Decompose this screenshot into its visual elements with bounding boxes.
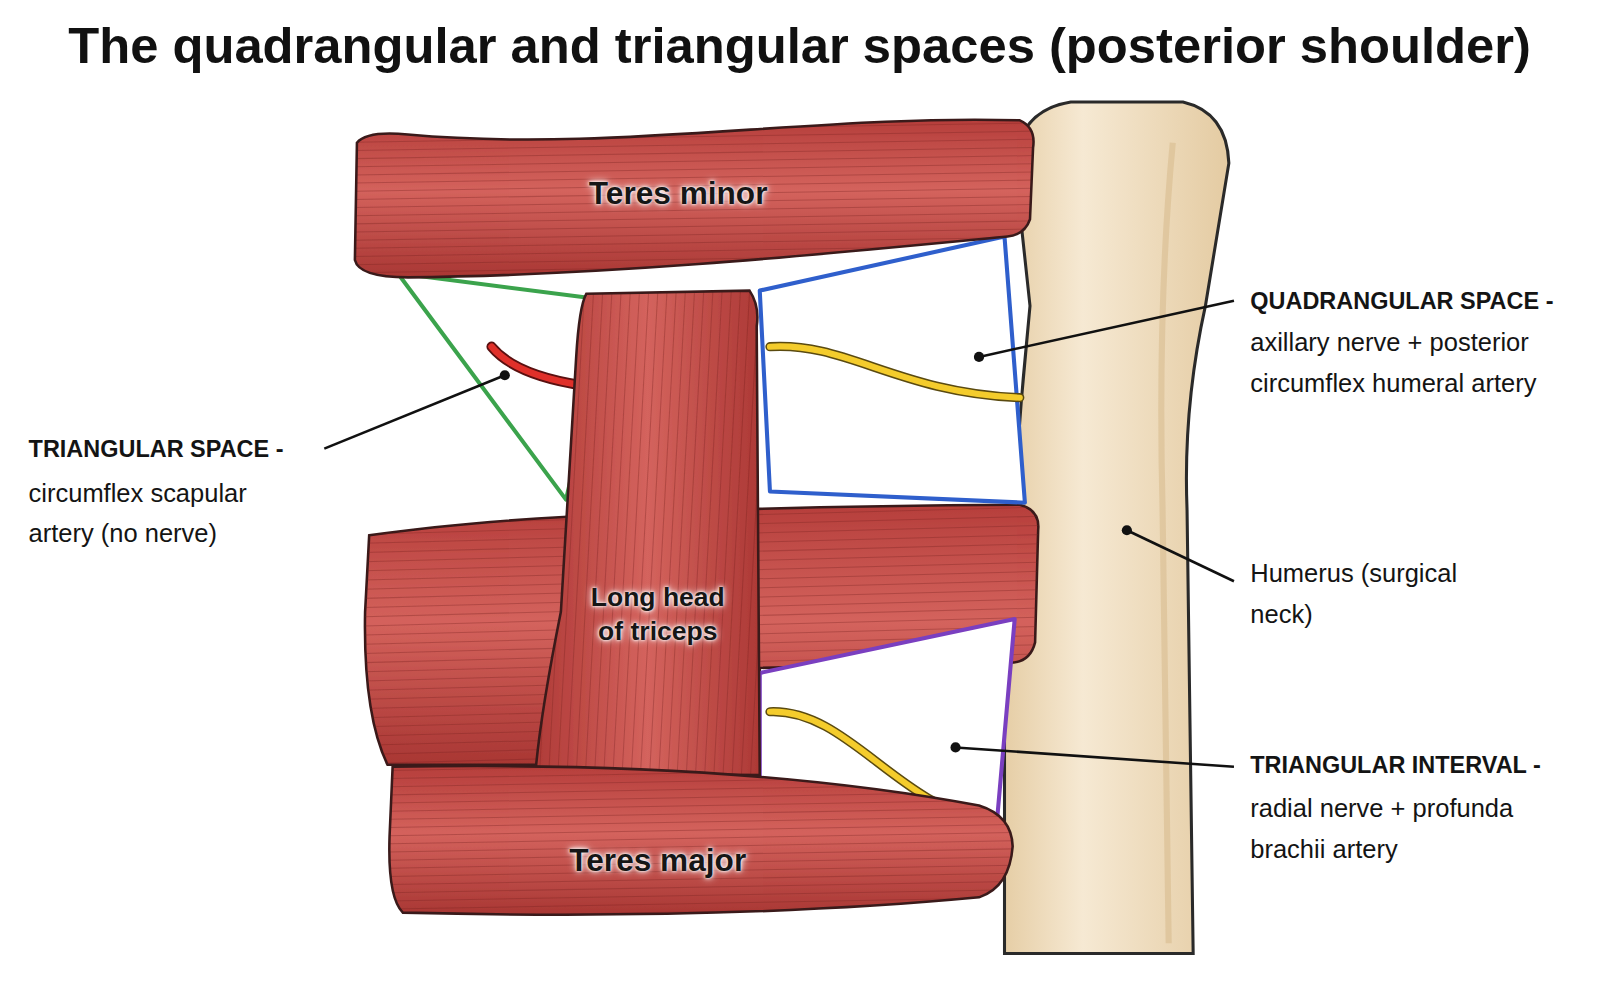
muscle-node: Teres major bbox=[382, 757, 1019, 925]
muscle-fiber bbox=[667, 273, 696, 793]
muscle-fiber bbox=[326, 237, 1070, 249]
muscle-label: Teres minor bbox=[525, 174, 831, 214]
callout-heading: TRIANGULAR INTERVAL - bbox=[1250, 744, 1597, 785]
title: The quadrangular and triangular spaces (… bbox=[68, 18, 1531, 73]
muscle-fibers bbox=[362, 750, 1040, 925]
muscle-fibers bbox=[326, 106, 1070, 298]
muscle-fiber bbox=[740, 273, 769, 793]
callout-heading: TRIANGULAR SPACE - bbox=[29, 428, 355, 469]
muscle-fiber bbox=[362, 897, 1040, 909]
muscle-fiber bbox=[362, 905, 1040, 917]
muscle-fiber bbox=[511, 273, 540, 793]
muscle-fiber bbox=[548, 273, 577, 793]
muscle-fiber bbox=[362, 750, 1040, 762]
muscle-fiber bbox=[639, 273, 668, 793]
muscle-fiber bbox=[694, 273, 723, 793]
muscle-fiber bbox=[658, 273, 687, 793]
muscle-fiber bbox=[722, 273, 751, 793]
muscle-fiber bbox=[520, 273, 549, 793]
muscle-fiber bbox=[594, 273, 623, 793]
muscle-group bbox=[511, 273, 778, 793]
muscle-fiber bbox=[575, 273, 604, 793]
muscle-node: Teres minor bbox=[347, 112, 1051, 296]
muscle-fiber bbox=[649, 273, 678, 793]
muscle-fiber bbox=[584, 273, 613, 793]
muscle-fiber bbox=[566, 273, 595, 793]
muscle-group bbox=[326, 106, 1070, 298]
leader-line bbox=[1127, 530, 1234, 581]
muscle-outline bbox=[389, 766, 1012, 914]
leader-dot bbox=[950, 742, 960, 752]
muscle-node: Long head of triceps bbox=[525, 283, 770, 783]
quadrangular-space-outline bbox=[760, 237, 1025, 503]
muscle-outline bbox=[535, 291, 759, 775]
muscle-fiber bbox=[557, 273, 586, 793]
muscle-label: Long head of triceps bbox=[581, 581, 734, 647]
leader-dot bbox=[974, 352, 984, 362]
muscle-group bbox=[362, 750, 1040, 925]
muscle-fiber bbox=[362, 914, 1040, 926]
muscle-fiber bbox=[612, 273, 641, 793]
muscle-shape bbox=[525, 283, 770, 783]
nerve bbox=[770, 346, 1020, 397]
muscle-fiber bbox=[704, 273, 733, 793]
muscle-label: Teres major bbox=[505, 842, 811, 882]
title-wrap: The quadrangular and triangular spaces (… bbox=[0, 18, 1599, 73]
artery-outline bbox=[492, 347, 584, 386]
muscle-fiber bbox=[685, 273, 714, 793]
muscle-fiber bbox=[603, 273, 632, 793]
muscle-fiber bbox=[713, 273, 742, 793]
leader-line bbox=[979, 301, 1234, 357]
muscle-fiber bbox=[630, 273, 659, 793]
callout-heading: QUADRANGULAR SPACE - bbox=[1250, 280, 1597, 321]
muscle-fill bbox=[535, 291, 759, 775]
leader-line bbox=[324, 375, 505, 448]
muscle-fiber bbox=[731, 273, 760, 793]
muscle-fiber bbox=[326, 277, 1070, 289]
muscle-fiber bbox=[326, 106, 1070, 118]
callout-text: radial nerve + profunda brachii artery bbox=[1250, 787, 1556, 869]
artery bbox=[492, 347, 584, 386]
callout-text: axillary nerve + posterior circumflex hu… bbox=[1250, 321, 1599, 403]
callout-text: Humerus (surgical neck) bbox=[1250, 553, 1485, 635]
muscle-fiber bbox=[326, 269, 1070, 281]
bone-shading bbox=[1161, 143, 1172, 943]
muscle-fill bbox=[389, 766, 1012, 914]
muscle-outline bbox=[355, 120, 1034, 278]
muscle-fiber bbox=[326, 245, 1070, 257]
nerve-outline bbox=[770, 346, 1020, 397]
muscle-fiber bbox=[750, 273, 779, 793]
leader-dot bbox=[1122, 525, 1132, 535]
muscle-fibers bbox=[511, 273, 778, 793]
muscle-fiber bbox=[621, 273, 650, 793]
muscle-fiber bbox=[362, 775, 1040, 787]
leader-line bbox=[956, 747, 1234, 766]
muscle-fiber bbox=[676, 273, 705, 793]
muscle-shape bbox=[382, 757, 1019, 925]
muscle-fiber bbox=[362, 783, 1040, 795]
callout-text: circumflex scapular artery (no nerve) bbox=[29, 472, 304, 554]
leader-dot bbox=[500, 370, 510, 380]
